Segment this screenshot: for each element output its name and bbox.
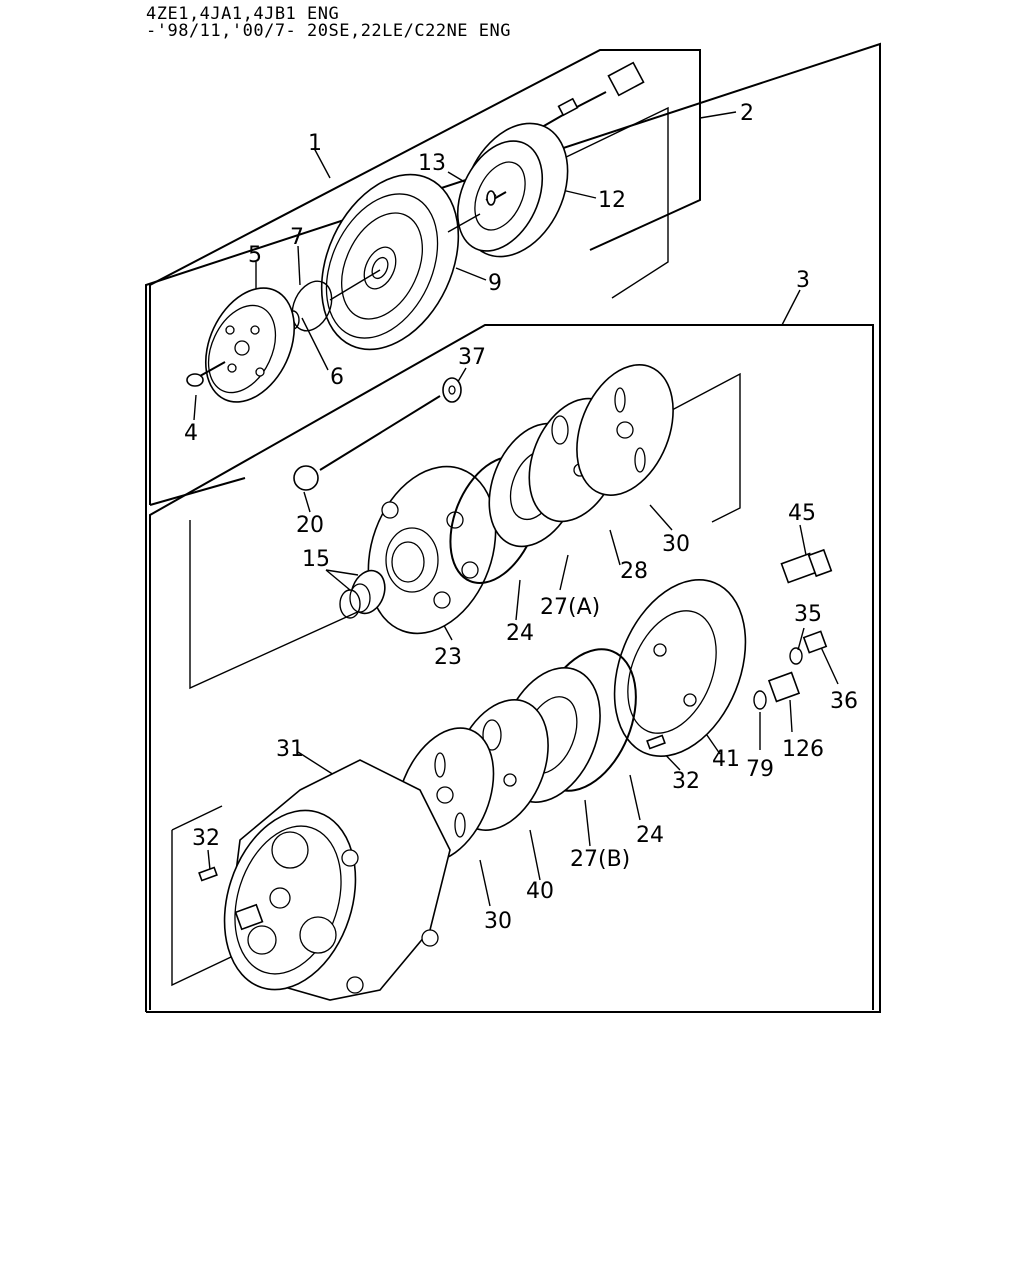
callout-32-rear: 32 [672,769,700,794]
callout-2: 2 [740,101,754,126]
pressure-relief-valve-part-45 [780,548,833,584]
callout-126: 126 [782,737,824,762]
callout-35: 35 [794,602,822,627]
outer-frame [145,42,881,1013]
callout-13: 13 [418,151,446,176]
callout-30-rear: 30 [484,909,512,934]
callout-24-front: 24 [506,621,534,646]
callout-3: 3 [796,268,810,293]
pulley-part-9 [320,173,460,351]
callout-27a: 27(A) [540,595,600,620]
compressor-body-part-31 [223,759,451,1001]
sub-frames [171,106,741,987]
shaft-guide-line [329,213,481,301]
callout-labels: 1 2 3 4 5 6 7 9 12 13 15 20 23 24 27(A) … [184,101,858,934]
reed-valve-part-30-front [576,364,674,496]
connector-harness [529,61,645,135]
fitting-part-126 [767,671,801,703]
callout-15: 15 [302,547,330,572]
clutch-assembly-frame [149,49,701,506]
callout-37: 37 [458,345,486,370]
callout-40: 40 [526,879,554,904]
armature-plate-part-5 [204,287,296,403]
callout-32-front: 32 [192,826,220,851]
o-ring-part-35 [789,647,803,665]
pin-part-32-rear [646,734,666,750]
callout-30-front: 30 [662,532,690,557]
callout-20: 20 [296,513,324,538]
callout-24-rear: 24 [636,823,664,848]
callout-7: 7 [290,225,304,250]
callout-45: 45 [788,501,816,526]
callout-6: 6 [330,365,344,390]
front-head-part-23 [367,465,497,635]
diagram-header-engines: 4ZE1,4JA1,4JB1 ENG [146,4,340,24]
rear-head-part-41 [613,578,747,758]
through-bolt-part-37 [319,377,462,471]
callout-1: 1 [308,131,322,156]
bolt-part-13 [485,190,497,206]
compressor-assembly-frame [149,324,874,1010]
field-coil-part-12 [456,122,569,258]
callout-36: 36 [830,689,858,714]
pin-part-32-front [198,866,218,882]
callout-41: 41 [712,747,740,772]
shaft-seal-part-15 [339,569,386,619]
diagram-header-dates-models: -'98/11,'00/7- 20SE,22LE/C22NE ENG [146,21,511,41]
callout-27b: 27(B) [570,847,630,872]
callout-23: 23 [434,645,462,670]
callout-5: 5 [248,243,262,268]
bolt-part-4 [186,361,226,387]
plug-part-36 [802,630,828,654]
nut-part-20 [293,465,319,491]
callout-9: 9 [488,271,502,296]
o-ring-part-79 [753,690,767,710]
callout-28: 28 [620,559,648,584]
callout-4: 4 [184,421,198,446]
callout-31: 31 [276,737,304,762]
leader-lines [193,111,839,907]
callout-12: 12 [598,188,626,213]
callout-79: 79 [746,757,774,782]
snap-ring-part-7 [291,280,333,332]
